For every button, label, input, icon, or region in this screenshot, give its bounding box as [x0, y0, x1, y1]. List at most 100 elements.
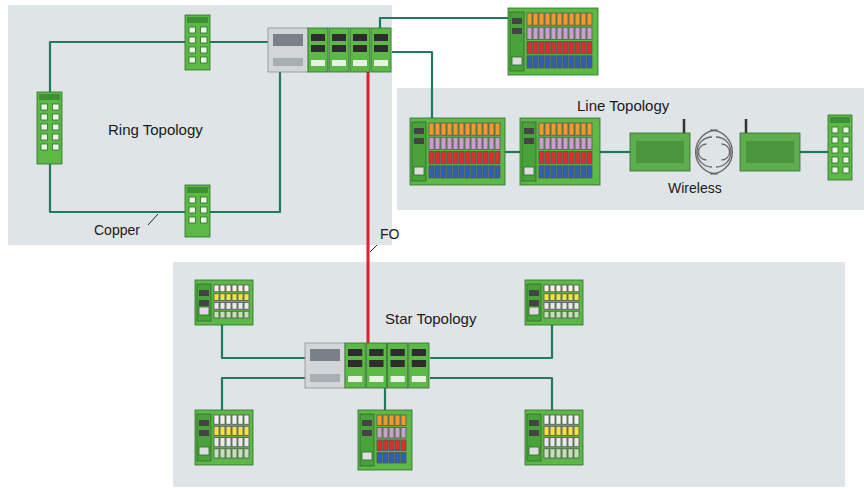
- terminal-point: [550, 438, 555, 447]
- terminal-point: [556, 311, 561, 318]
- terminal-point: [544, 303, 549, 310]
- rj45-port: [199, 300, 209, 306]
- io-block: [828, 115, 852, 180]
- panel-title: Ring Topology: [108, 121, 203, 139]
- copper-cable: [50, 164, 185, 212]
- terminal-point: [581, 166, 586, 178]
- terminal-point: [575, 56, 580, 68]
- io-port: [41, 104, 48, 110]
- copper-cable: [210, 72, 280, 212]
- terminal-module: [525, 410, 583, 465]
- terminal-point: [545, 42, 550, 54]
- terminal-point: [238, 449, 243, 458]
- io-port: [201, 57, 208, 63]
- terminal-point: [568, 285, 573, 292]
- terminal-point: [453, 152, 458, 164]
- terminal-point: [220, 311, 225, 318]
- io-port: [201, 37, 208, 43]
- rj45-port: [362, 420, 372, 426]
- status-led: [524, 167, 534, 175]
- terminal-module: [195, 280, 253, 325]
- terminal-point: [214, 294, 219, 301]
- terminal-point: [459, 152, 464, 164]
- terminal-point: [574, 415, 579, 424]
- terminal-point: [551, 123, 556, 135]
- terminal-point: [220, 438, 225, 447]
- terminal-point: [489, 137, 494, 149]
- copper-cable: [600, 151, 630, 153]
- terminal-point: [377, 415, 382, 426]
- io-block-body: [185, 15, 210, 70]
- switch-label: [369, 376, 383, 382]
- terminal-point: [244, 449, 249, 458]
- terminal-point: [550, 449, 555, 458]
- terminal-point: [587, 137, 592, 149]
- terminal-point: [539, 123, 544, 135]
- leader-line: [370, 245, 377, 252]
- terminal-point: [557, 166, 562, 178]
- leader-line: [148, 214, 158, 225]
- terminal-point: [562, 449, 567, 458]
- terminal-point: [556, 415, 561, 424]
- switch-unit: [305, 343, 429, 388]
- terminal-point: [453, 123, 458, 135]
- terminal-point: [471, 152, 476, 164]
- terminal-point: [544, 449, 549, 458]
- status-led: [362, 452, 372, 460]
- terminal-point: [459, 137, 464, 149]
- module-body: [195, 410, 253, 465]
- switch-module: [308, 28, 328, 72]
- terminal-point: [395, 440, 400, 451]
- terminal-module: [525, 280, 583, 325]
- switch-port: [348, 360, 362, 367]
- terminal-point: [562, 438, 567, 447]
- terminal-point: [429, 123, 434, 135]
- terminal-point: [226, 294, 231, 301]
- io-port: [189, 207, 196, 213]
- io-block: [37, 92, 62, 164]
- terminal-point: [441, 152, 446, 164]
- terminal-point: [383, 428, 388, 439]
- io-port: [189, 217, 196, 223]
- terminal-point: [557, 123, 562, 135]
- terminal-point: [568, 415, 573, 424]
- terminal-point: [471, 137, 476, 149]
- switch-port: [332, 45, 346, 52]
- io-port: [53, 104, 60, 110]
- terminal-point: [556, 438, 561, 447]
- module-body: [410, 118, 505, 185]
- terminal-point: [574, 311, 579, 318]
- terminal-point: [447, 166, 452, 178]
- terminal-point: [562, 426, 567, 435]
- terminal-point: [477, 123, 482, 135]
- terminal-point: [465, 137, 470, 149]
- terminal-point: [383, 440, 388, 451]
- terminal-point: [226, 285, 231, 292]
- copper-cable: [222, 378, 305, 410]
- terminal-point: [244, 311, 249, 318]
- terminal-point: [232, 303, 237, 310]
- terminal-point: [214, 303, 219, 310]
- terminal-point: [220, 449, 225, 458]
- switch-port: [374, 34, 388, 41]
- switch-module: [329, 28, 349, 72]
- switch-slot: [273, 58, 303, 66]
- terminal-point: [550, 303, 555, 310]
- module-head: [510, 12, 524, 71]
- io-port: [843, 137, 849, 143]
- terminal-point: [489, 123, 494, 135]
- terminal-point: [551, 27, 556, 39]
- topology-panel: Star Topology: [173, 262, 845, 487]
- io-port: [843, 147, 849, 153]
- terminal-point: [581, 56, 586, 68]
- switch-port: [353, 45, 367, 52]
- terminal-point: [429, 137, 434, 149]
- terminal-point: [226, 426, 231, 435]
- terminal-point: [568, 438, 573, 447]
- terminal-point: [447, 137, 452, 149]
- io-block: [185, 15, 210, 70]
- terminal-point: [465, 123, 470, 135]
- terminal-point: [527, 27, 532, 39]
- switch-port: [369, 349, 383, 356]
